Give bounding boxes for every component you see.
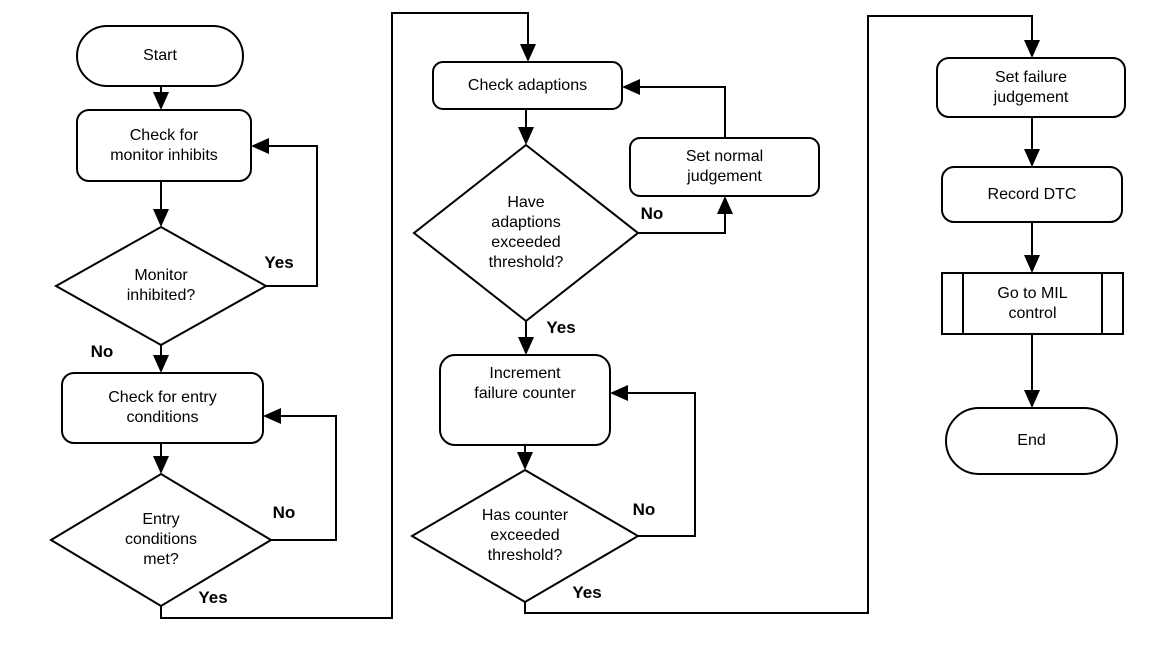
node-label-set-failure-judgement: Set failure judgement <box>993 68 1069 106</box>
node-label-counter-exceeded: Has counter exceeded threshold? <box>481 507 569 564</box>
node-label-check-monitor-inhibits: Check for monitor inhibits <box>110 126 218 164</box>
node-label-adaptions-exceeded: Have adaptions exceeded threshold? <box>488 194 564 271</box>
edge-adaptions-no-to-set-normal <box>638 214 726 234</box>
node-shapes <box>49 25 1126 608</box>
arrowhead-up-icon <box>717 196 733 214</box>
arrowhead-down-icon <box>1024 390 1040 408</box>
edge-label-entry-conditions-yes: Yes <box>198 588 228 607</box>
arrowhead-down-icon <box>518 337 534 355</box>
node-label-check-adaptions: Check adaptions <box>467 76 588 94</box>
arrowhead-left-icon <box>610 385 628 401</box>
arrowhead-down-icon <box>1024 149 1040 167</box>
arrowhead-down-icon <box>517 452 533 470</box>
node-label-end: End <box>1017 432 1046 449</box>
adaptions-exceeded-decision-shape <box>412 143 640 323</box>
arrowhead-down-icon <box>518 127 534 145</box>
arrowhead-left-icon <box>251 138 269 154</box>
edge-label-counter-yes: Yes <box>572 583 602 602</box>
arrowhead-left-icon <box>622 79 640 95</box>
arrowhead-down-icon <box>153 355 169 373</box>
increment-failure-counter-shape <box>439 354 611 446</box>
arrowheads <box>153 40 1040 474</box>
go-to-mil-control-shape <box>941 272 1124 335</box>
connector-lines <box>160 12 1033 619</box>
node-label-record-dtc: Record DTC <box>987 185 1077 203</box>
edge-label-counter-no: No <box>632 500 656 519</box>
arrowhead-down-icon <box>520 44 536 62</box>
arrowhead-down-icon <box>153 456 169 474</box>
start-terminator-shape <box>76 25 244 87</box>
end-terminator-shape <box>945 407 1118 475</box>
arrowhead-down-icon <box>1024 40 1040 58</box>
set-failure-judgement-shape <box>936 57 1126 118</box>
edge-label-adaptions-no: No <box>640 204 664 223</box>
arrowhead-down-icon <box>153 92 169 110</box>
node-label-set-normal-judgement: Set normal judgement <box>685 148 764 185</box>
edge-monitor-inhibited-yes-loop <box>266 145 318 287</box>
counter-exceeded-decision-shape <box>410 468 640 604</box>
entry-conditions-met-decision-shape <box>49 472 273 608</box>
arrowhead-down-icon <box>1024 255 1040 273</box>
monitor-inhibited-decision-shape <box>53 225 269 347</box>
node-label-increment-failure-counter: Increment failure counter <box>474 365 576 402</box>
check-monitor-inhibits-shape <box>76 109 252 182</box>
node-label-check-entry-conditions: Check for entry conditions <box>108 389 217 426</box>
node-label-monitor-inhibited: Monitor inhibited? <box>126 267 196 304</box>
check-entry-conditions-shape <box>61 372 264 444</box>
arrowhead-left-icon <box>263 408 281 424</box>
edge-set-normal-to-check-adaptions <box>640 86 726 138</box>
edge-entry-met-yes-to-check-adaptions <box>160 12 529 619</box>
edge-label-entry-conditions-no: No <box>272 503 296 522</box>
edge-counter-yes-to-set-failure <box>524 15 1033 614</box>
edge-entry-met-no-loop <box>271 415 337 541</box>
set-normal-judgement-shape <box>629 137 820 197</box>
edge-label-monitor-inhibited-no: No <box>90 342 114 361</box>
edge-label-monitor-inhibited-yes: Yes <box>264 253 294 272</box>
arrowhead-down-icon <box>153 209 169 227</box>
check-adaptions-shape <box>432 61 623 110</box>
node-label-go-to-mil-control: Go to MIL control <box>997 284 1068 322</box>
edge-counter-no-loop <box>628 392 696 537</box>
node-label-start: Start <box>143 47 177 64</box>
node-label-entry-conditions-met: Entry conditions met? <box>124 511 198 568</box>
edge-label-adaptions-yes: Yes <box>546 318 576 337</box>
